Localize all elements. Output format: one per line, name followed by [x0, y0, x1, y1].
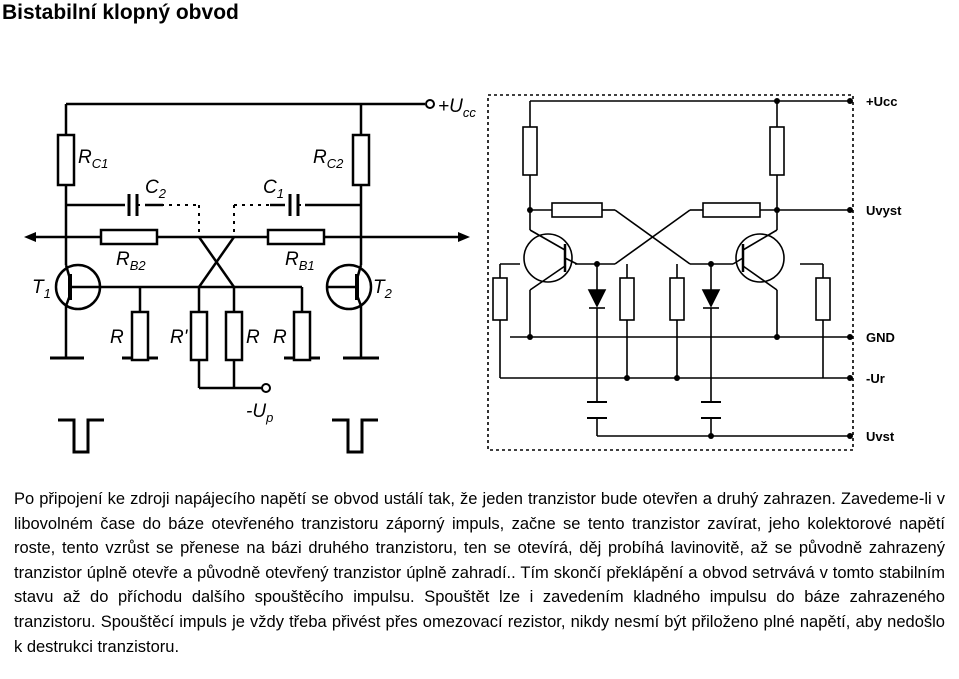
transistor-t1-symbol: [54, 263, 102, 311]
ucc-label: +Ucc: [866, 94, 897, 109]
trigger-pulses: [58, 418, 378, 454]
trigger-label: -Up: [246, 401, 273, 425]
rc1-label: RC1: [78, 147, 108, 171]
gnd-label: GND: [866, 330, 895, 345]
left-resistors: [56, 133, 371, 362]
right-diodes: [587, 289, 721, 309]
uvst-label: Uvst: [866, 429, 895, 444]
r-label-2: R: [246, 327, 260, 348]
right-labels: +Ucc Uvyst GND -Ur Uvst: [866, 94, 902, 444]
transistor-t2-symbol: [325, 263, 373, 311]
supply-label: +Ucc: [438, 96, 476, 120]
right-junctions: [527, 98, 853, 439]
left-output-arrows: [24, 232, 470, 242]
bistable-schematic-left: +Ucc RC1 RC2 C2 C1 RB2 RB1 T1 T2 R R' R …: [24, 96, 476, 454]
r-label-1: R: [110, 327, 124, 348]
right-dashed-border: [487, 94, 854, 451]
left-dotted-lines: [73, 204, 355, 237]
right-transistors: [523, 229, 785, 291]
ur-label: -Ur: [866, 371, 885, 386]
c2-label: C2: [145, 177, 167, 201]
r-label-3: R: [273, 327, 287, 348]
right-capacitors: [587, 401, 721, 419]
supply-terminal: [425, 99, 435, 109]
r-prime-label: R': [170, 327, 189, 348]
right-resistors: [492, 126, 831, 321]
left-labels: +Ucc RC1 RC2 C2 C1 RB2 RB1 T1 T2 R R' R …: [32, 96, 476, 425]
bistable-schematic-right: +Ucc Uvyst GND -Ur Uvst: [487, 94, 902, 451]
description-paragraph: Po připojení ke zdroji napájecího napětí…: [14, 490, 945, 656]
uvyst-label: Uvyst: [866, 203, 902, 218]
rb1-label: RB1: [285, 249, 315, 273]
trigger-terminal: [261, 383, 271, 393]
t1-label: T1: [32, 277, 51, 301]
c1-label: C1: [263, 177, 284, 201]
rc2-label: RC2: [313, 147, 344, 171]
right-wires: [499, 100, 850, 437]
page-title: Bistabilní klopný obvod: [2, 1, 239, 24]
rb2-label: RB2: [116, 249, 146, 273]
t2-label: T2: [373, 277, 393, 301]
